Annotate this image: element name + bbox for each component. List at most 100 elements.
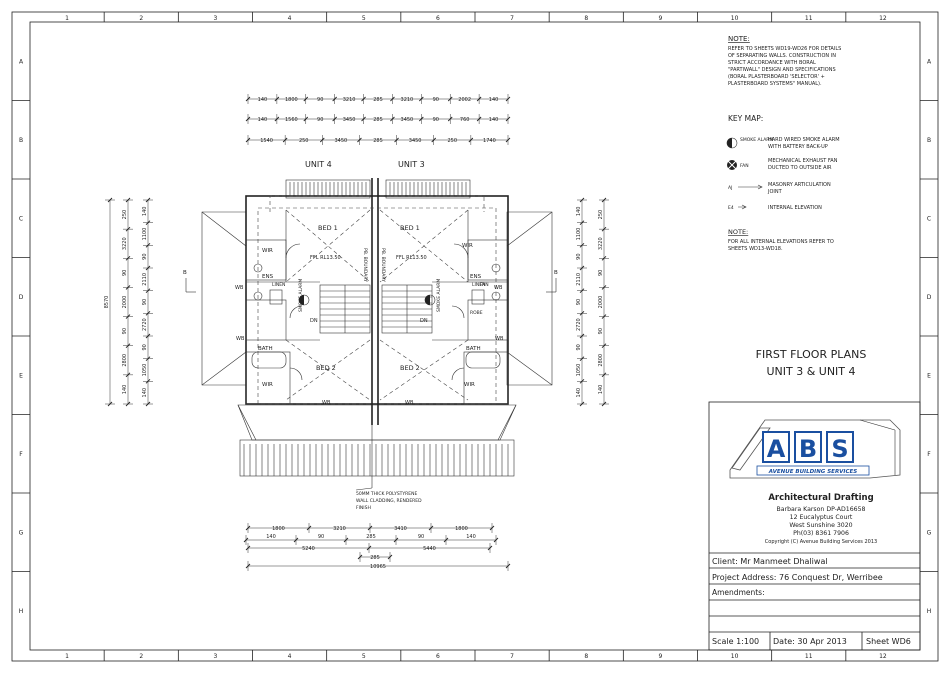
inner-border xyxy=(29,21,921,651)
dimension-label: 3450 xyxy=(409,138,422,144)
dimension-label: 2000 xyxy=(598,296,604,309)
room-label: BED 1 xyxy=(318,224,338,232)
grid-col-label: 7 xyxy=(510,15,514,22)
dimension-label: 1540 xyxy=(260,138,273,144)
ens-left xyxy=(245,239,287,281)
stair-label: DN xyxy=(310,318,318,324)
dimension-label: 90 xyxy=(317,117,323,123)
dimension-label: 90 xyxy=(122,328,128,334)
dimension-label: 140 xyxy=(576,388,582,398)
dimension-label: 90 xyxy=(142,299,148,305)
grid-row-label: A xyxy=(927,58,932,65)
dimension-label: 285 xyxy=(370,555,380,561)
grid-row-label: C xyxy=(927,215,931,222)
dimension-label: 3210 xyxy=(343,97,356,103)
key-symbol: FAN xyxy=(740,163,749,169)
wir-left xyxy=(245,351,291,405)
dimension-label: 250 xyxy=(598,210,604,220)
note-line: PLASTERBOARD SYSTEMS" MANUAL). xyxy=(728,81,822,87)
grid-col-label: 3 xyxy=(214,653,218,660)
dimension-label: 8570 xyxy=(104,296,110,309)
dimension-label: 140 xyxy=(598,385,604,395)
dimension-label: 1050 xyxy=(576,364,582,377)
logo-letter: A xyxy=(767,435,786,463)
dimension-label: 140 xyxy=(466,534,476,540)
room-label: WIR xyxy=(262,248,273,254)
dimension-label: 90 xyxy=(433,117,439,123)
linen-label: LINEN xyxy=(272,282,285,288)
grid-row-label: H xyxy=(927,608,932,615)
room-label: WIR xyxy=(462,243,473,249)
dimension-label: 285 xyxy=(373,117,383,123)
dimension-label: 90 xyxy=(598,270,604,276)
lower-deck xyxy=(239,439,515,477)
grid-col-label: 9 xyxy=(659,15,663,22)
stair-label: DN xyxy=(420,318,428,324)
dimension-label: 90 xyxy=(142,253,148,259)
dimension-label: 10965 xyxy=(370,564,386,570)
dimension-label: 90 xyxy=(318,534,324,540)
dimension-label: 90 xyxy=(576,299,582,305)
dimension-label: 3210 xyxy=(333,526,346,532)
floor-plan: BED 1 BED 1 BED 2 BED 2 WIR WIR WIR WIR … xyxy=(183,160,558,511)
grid-col-label: 1 xyxy=(65,15,69,22)
dimension-label: 140 xyxy=(576,207,582,217)
dimension-label: 2110 xyxy=(142,273,148,286)
top-rail-right xyxy=(385,179,471,199)
room-label: BED 1 xyxy=(400,224,420,232)
dimension-label: 3220 xyxy=(122,237,128,250)
grid-col-label: 4 xyxy=(288,15,292,22)
grid-col-label: 5 xyxy=(362,15,366,22)
grid-col-label: 11 xyxy=(805,653,813,660)
bath-left xyxy=(245,299,287,341)
bathtub-right xyxy=(465,351,501,369)
dimension-label: 90 xyxy=(142,344,148,350)
key-desc: DUCTED TO OUTSIDE AIR xyxy=(768,165,832,171)
grid-col-label: 8 xyxy=(584,653,588,660)
ffl-label: FFL RL13.50 xyxy=(310,255,341,261)
amendments-field: Amendments: xyxy=(712,588,765,597)
title-block: A B S AVENUE BUILDING SERVICES Architect… xyxy=(708,401,921,651)
linen-label: LINEN xyxy=(472,282,485,288)
callout-line: 50MM THICK POLYSTYRENE xyxy=(356,491,418,497)
dimension-label: 140 xyxy=(266,534,276,540)
key-desc: MECHANICAL EXHAUST FAN xyxy=(768,158,838,164)
grid-col-label: 9 xyxy=(659,653,663,660)
grid-row-label: H xyxy=(19,608,24,615)
key-desc: JOINT xyxy=(767,189,783,195)
grid-row-label: F xyxy=(19,451,23,458)
right-roof xyxy=(506,211,553,386)
note-line: STRICT ACCORDANCE WITH BORAL xyxy=(728,60,816,66)
dimension-label: 5240 xyxy=(302,546,315,552)
key-desc: MASONRY ARTICULATION xyxy=(768,182,831,188)
callout-line: WALL CLADDING, RENDERED xyxy=(356,498,422,504)
key-desc: HARD WIRED SMOKE ALARM xyxy=(768,137,840,143)
grid-col-label: 12 xyxy=(879,15,887,22)
bathtub-left xyxy=(251,351,287,369)
wb-label: WB xyxy=(495,336,504,342)
ffl-label: FFL RL13.50 xyxy=(396,255,427,261)
grid-col-label: 10 xyxy=(731,653,739,660)
dimension-label: 760 xyxy=(460,117,470,123)
room-label: WIR xyxy=(262,382,273,388)
grid-row-label: G xyxy=(19,529,24,536)
section-mark: B xyxy=(554,270,558,276)
dimension-label: 140 xyxy=(142,207,148,217)
callout-line: FINISH xyxy=(356,505,371,511)
grid-col-label: 7 xyxy=(510,653,514,660)
dimension-label: 3220 xyxy=(598,237,604,250)
note-line: FOR ALL INTERNAL ELEVATIONS REFER TO xyxy=(728,239,834,245)
grid-row-label: B xyxy=(927,137,931,144)
wir-right xyxy=(463,351,509,405)
sheet-field: Sheet WD6 xyxy=(866,637,911,646)
smoke-alarm-label: SMOKE ALARM xyxy=(436,279,442,312)
grid-row-label: D xyxy=(19,294,24,301)
title-block-line: Barbara Karson DP-AD16658 xyxy=(777,506,866,513)
dimension-label: 90 xyxy=(433,97,439,103)
dimension-label: 90 xyxy=(122,270,128,276)
dimension-label: 2110 xyxy=(576,273,582,286)
elevation-arrow-icon xyxy=(738,204,747,210)
scale-field: Scale 1:100 xyxy=(712,637,759,646)
